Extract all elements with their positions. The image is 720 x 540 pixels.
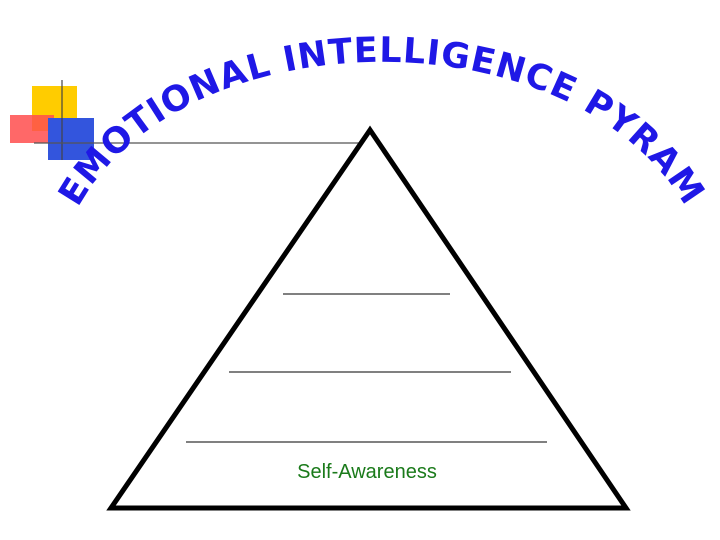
- pyramid-level-self-awareness: Self-Awareness: [297, 461, 437, 483]
- red-square: [10, 115, 54, 143]
- pyramid-outline: [106, 125, 631, 511]
- blue-square: [48, 118, 94, 160]
